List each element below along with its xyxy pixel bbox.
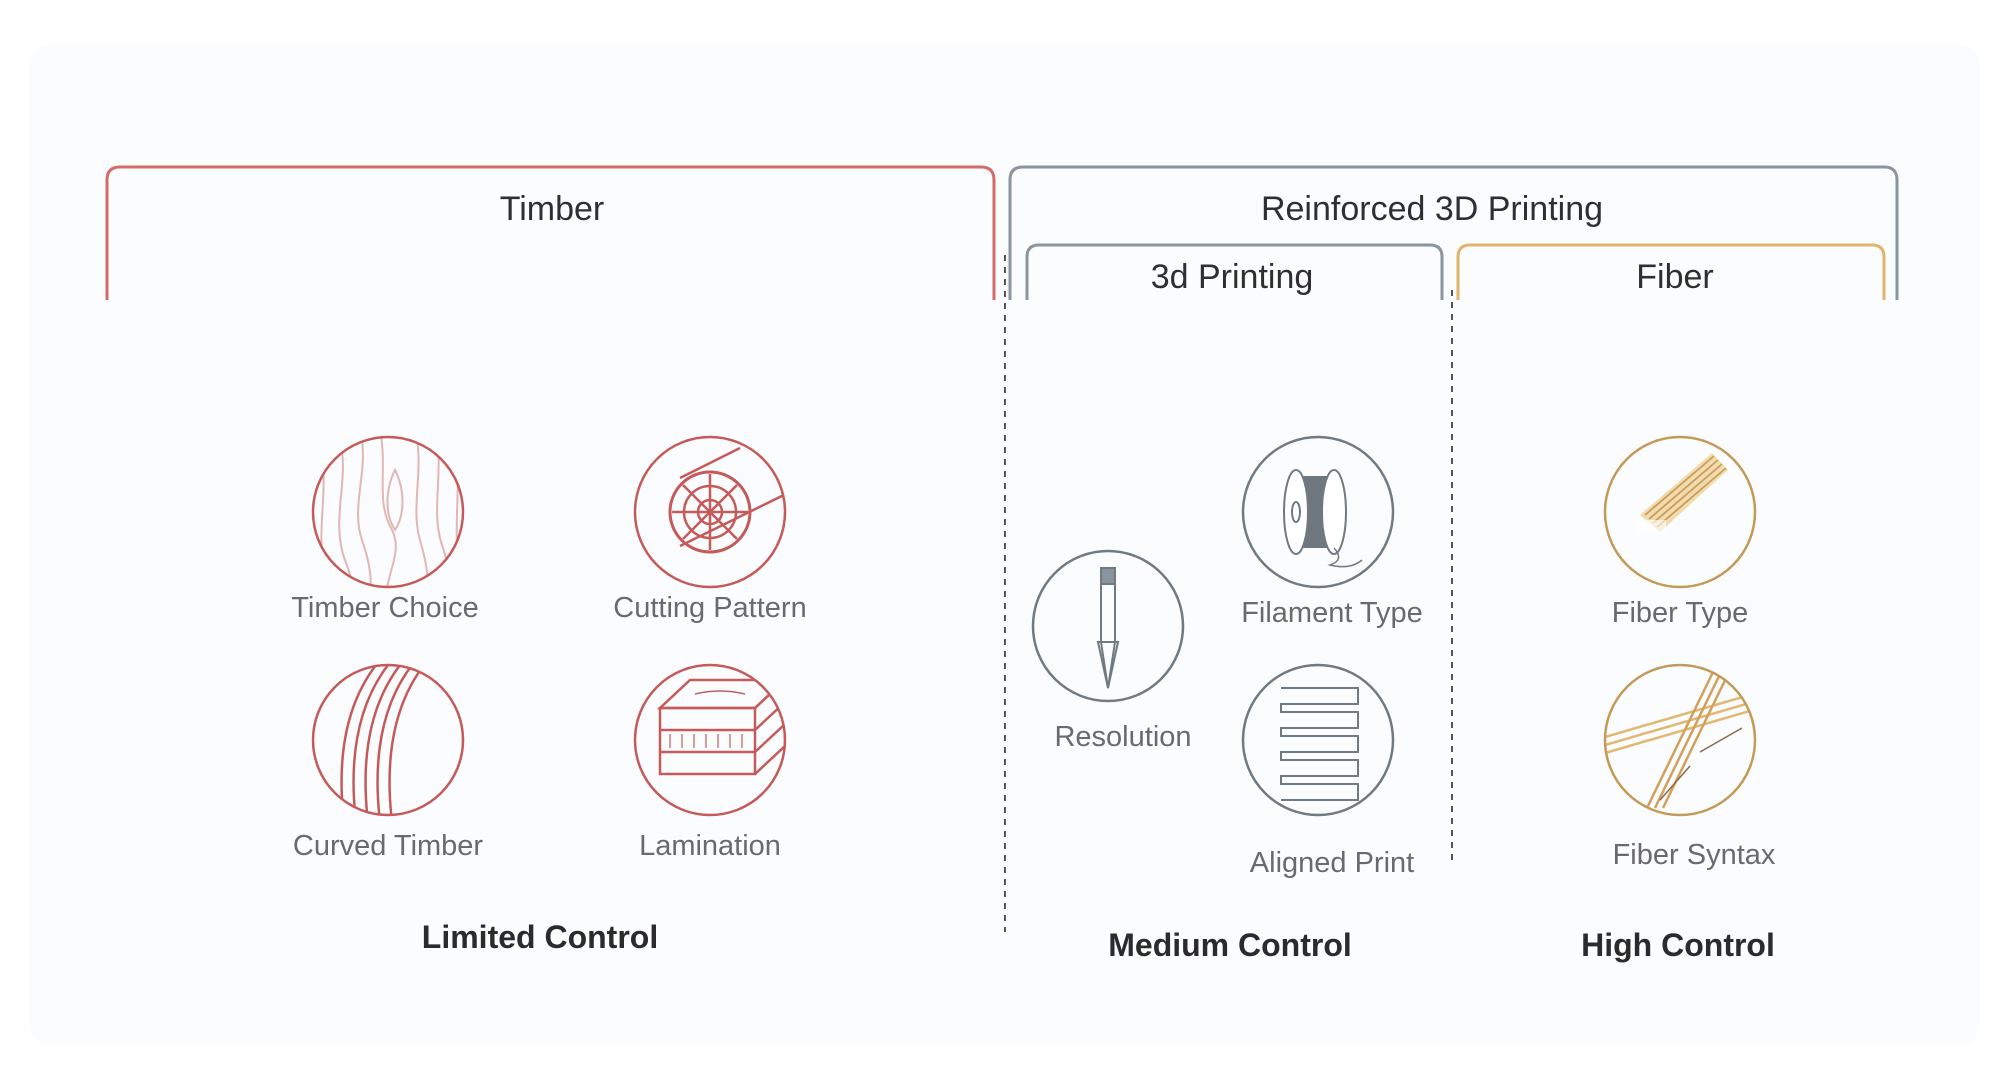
high-control-label: High Control [1581,927,1775,963]
limited-control-label: Limited Control [422,919,658,955]
resolution-label: Resolution [1054,721,1191,753]
nozzle-icon [1031,549,1185,703]
log-cross-section-icon [633,435,787,589]
aligned-print-label: Aligned Print [1250,847,1414,879]
fiber-title: Fiber [1636,258,1713,296]
fiber-syntax-label: Fiber Syntax [1613,839,1776,871]
lamination-label: Lamination [639,830,781,862]
crossed-fibers-icon [1603,663,1757,817]
reinforced-title: Reinforced 3D Printing [1261,190,1603,228]
fiber-strand-icon [1603,435,1757,589]
filament-spool-icon [1241,435,1395,589]
printing-bracket [1025,243,1444,300]
fiber-type-label: Fiber Type [1612,597,1748,629]
timber-title: Timber [500,190,605,228]
aligned-layers-icon [1241,663,1395,817]
filament-type-label: Filament Type [1241,597,1423,629]
printing-title: 3d Printing [1151,258,1314,296]
cutting-pattern-label: Cutting Pattern [613,592,806,624]
reinforced-bracket [1008,165,1899,300]
timber-choice-label: Timber Choice [291,592,478,624]
medium-control-label: Medium Control [1108,927,1352,963]
curved-timber-label: Curved Timber [293,830,484,862]
timber-bracket [105,165,996,300]
fiber-bracket [1456,243,1886,300]
